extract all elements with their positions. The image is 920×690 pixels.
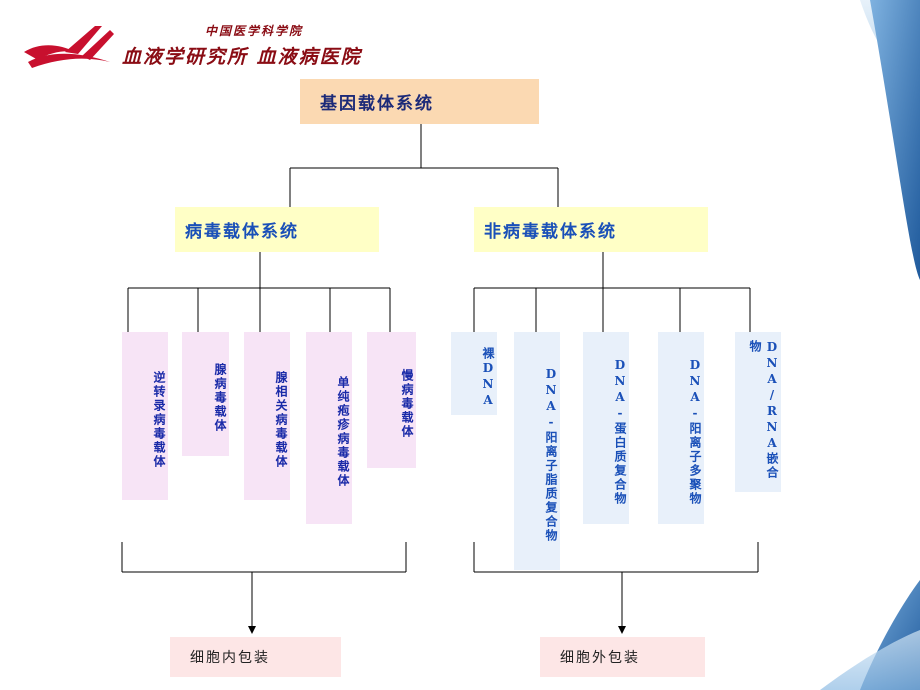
- nonviral-item-label: DNA-阳离子脂质复合物: [544, 367, 558, 543]
- nonviral-item: DNA/RNA嵌合物: [735, 332, 781, 492]
- nonviral-item-label: 裸DNA: [481, 346, 495, 409]
- outcome-intracellular-label: 细胞内包装: [190, 650, 270, 666]
- institute-logo-icon: [24, 26, 114, 68]
- root-node: 基因载体系统: [300, 79, 539, 124]
- org-line1: 中国医学科学院: [205, 24, 304, 38]
- branch-viral: 病毒载体系统: [175, 207, 379, 252]
- outcome-intracellular: 细胞内包装: [170, 637, 341, 677]
- nonviral-item: 裸DNA: [451, 332, 497, 415]
- branch-nonviral-label: 非病毒载体系统: [484, 222, 617, 242]
- viral-item: 单纯疱疹病毒载体: [306, 332, 352, 524]
- nonviral-item: DNA-蛋白质复合物: [583, 332, 629, 524]
- outcome-extracellular-label: 细胞外包装: [560, 650, 640, 666]
- nonviral-item-label: DNA-阳离子多聚物: [688, 358, 702, 506]
- viral-item: 慢病毒载体: [367, 332, 416, 468]
- header: 中国医学科学院 血液学研究所 血液病医院: [0, 0, 420, 80]
- nonviral-item-label: DNA/RNA嵌合物: [748, 340, 779, 480]
- nonviral-item: DNA-阳离子脂质复合物: [514, 332, 560, 570]
- nonviral-item: DNA-阳离子多聚物: [658, 332, 704, 524]
- viral-item: 腺相关病毒载体: [244, 332, 290, 500]
- viral-item: 腺病毒载体: [182, 332, 229, 456]
- viral-item-label: 腺相关病毒载体: [274, 371, 288, 469]
- viral-item-label: 慢病毒载体: [400, 369, 414, 439]
- viral-item-label: 逆转录病毒载体: [152, 371, 166, 469]
- branch-nonviral: 非病毒载体系统: [474, 207, 708, 252]
- outcome-extracellular: 细胞外包装: [540, 637, 705, 677]
- viral-item: 逆转录病毒载体: [122, 332, 168, 500]
- root-label: 基因载体系统: [320, 94, 434, 114]
- branch-viral-label: 病毒载体系统: [185, 222, 299, 242]
- nonviral-item-label: DNA-蛋白质复合物: [613, 358, 627, 506]
- org-line2: 血液学研究所 血液病医院: [122, 46, 362, 68]
- viral-item-label: 单纯疱疹病毒载体: [336, 376, 350, 488]
- viral-item-label: 腺病毒载体: [213, 363, 227, 433]
